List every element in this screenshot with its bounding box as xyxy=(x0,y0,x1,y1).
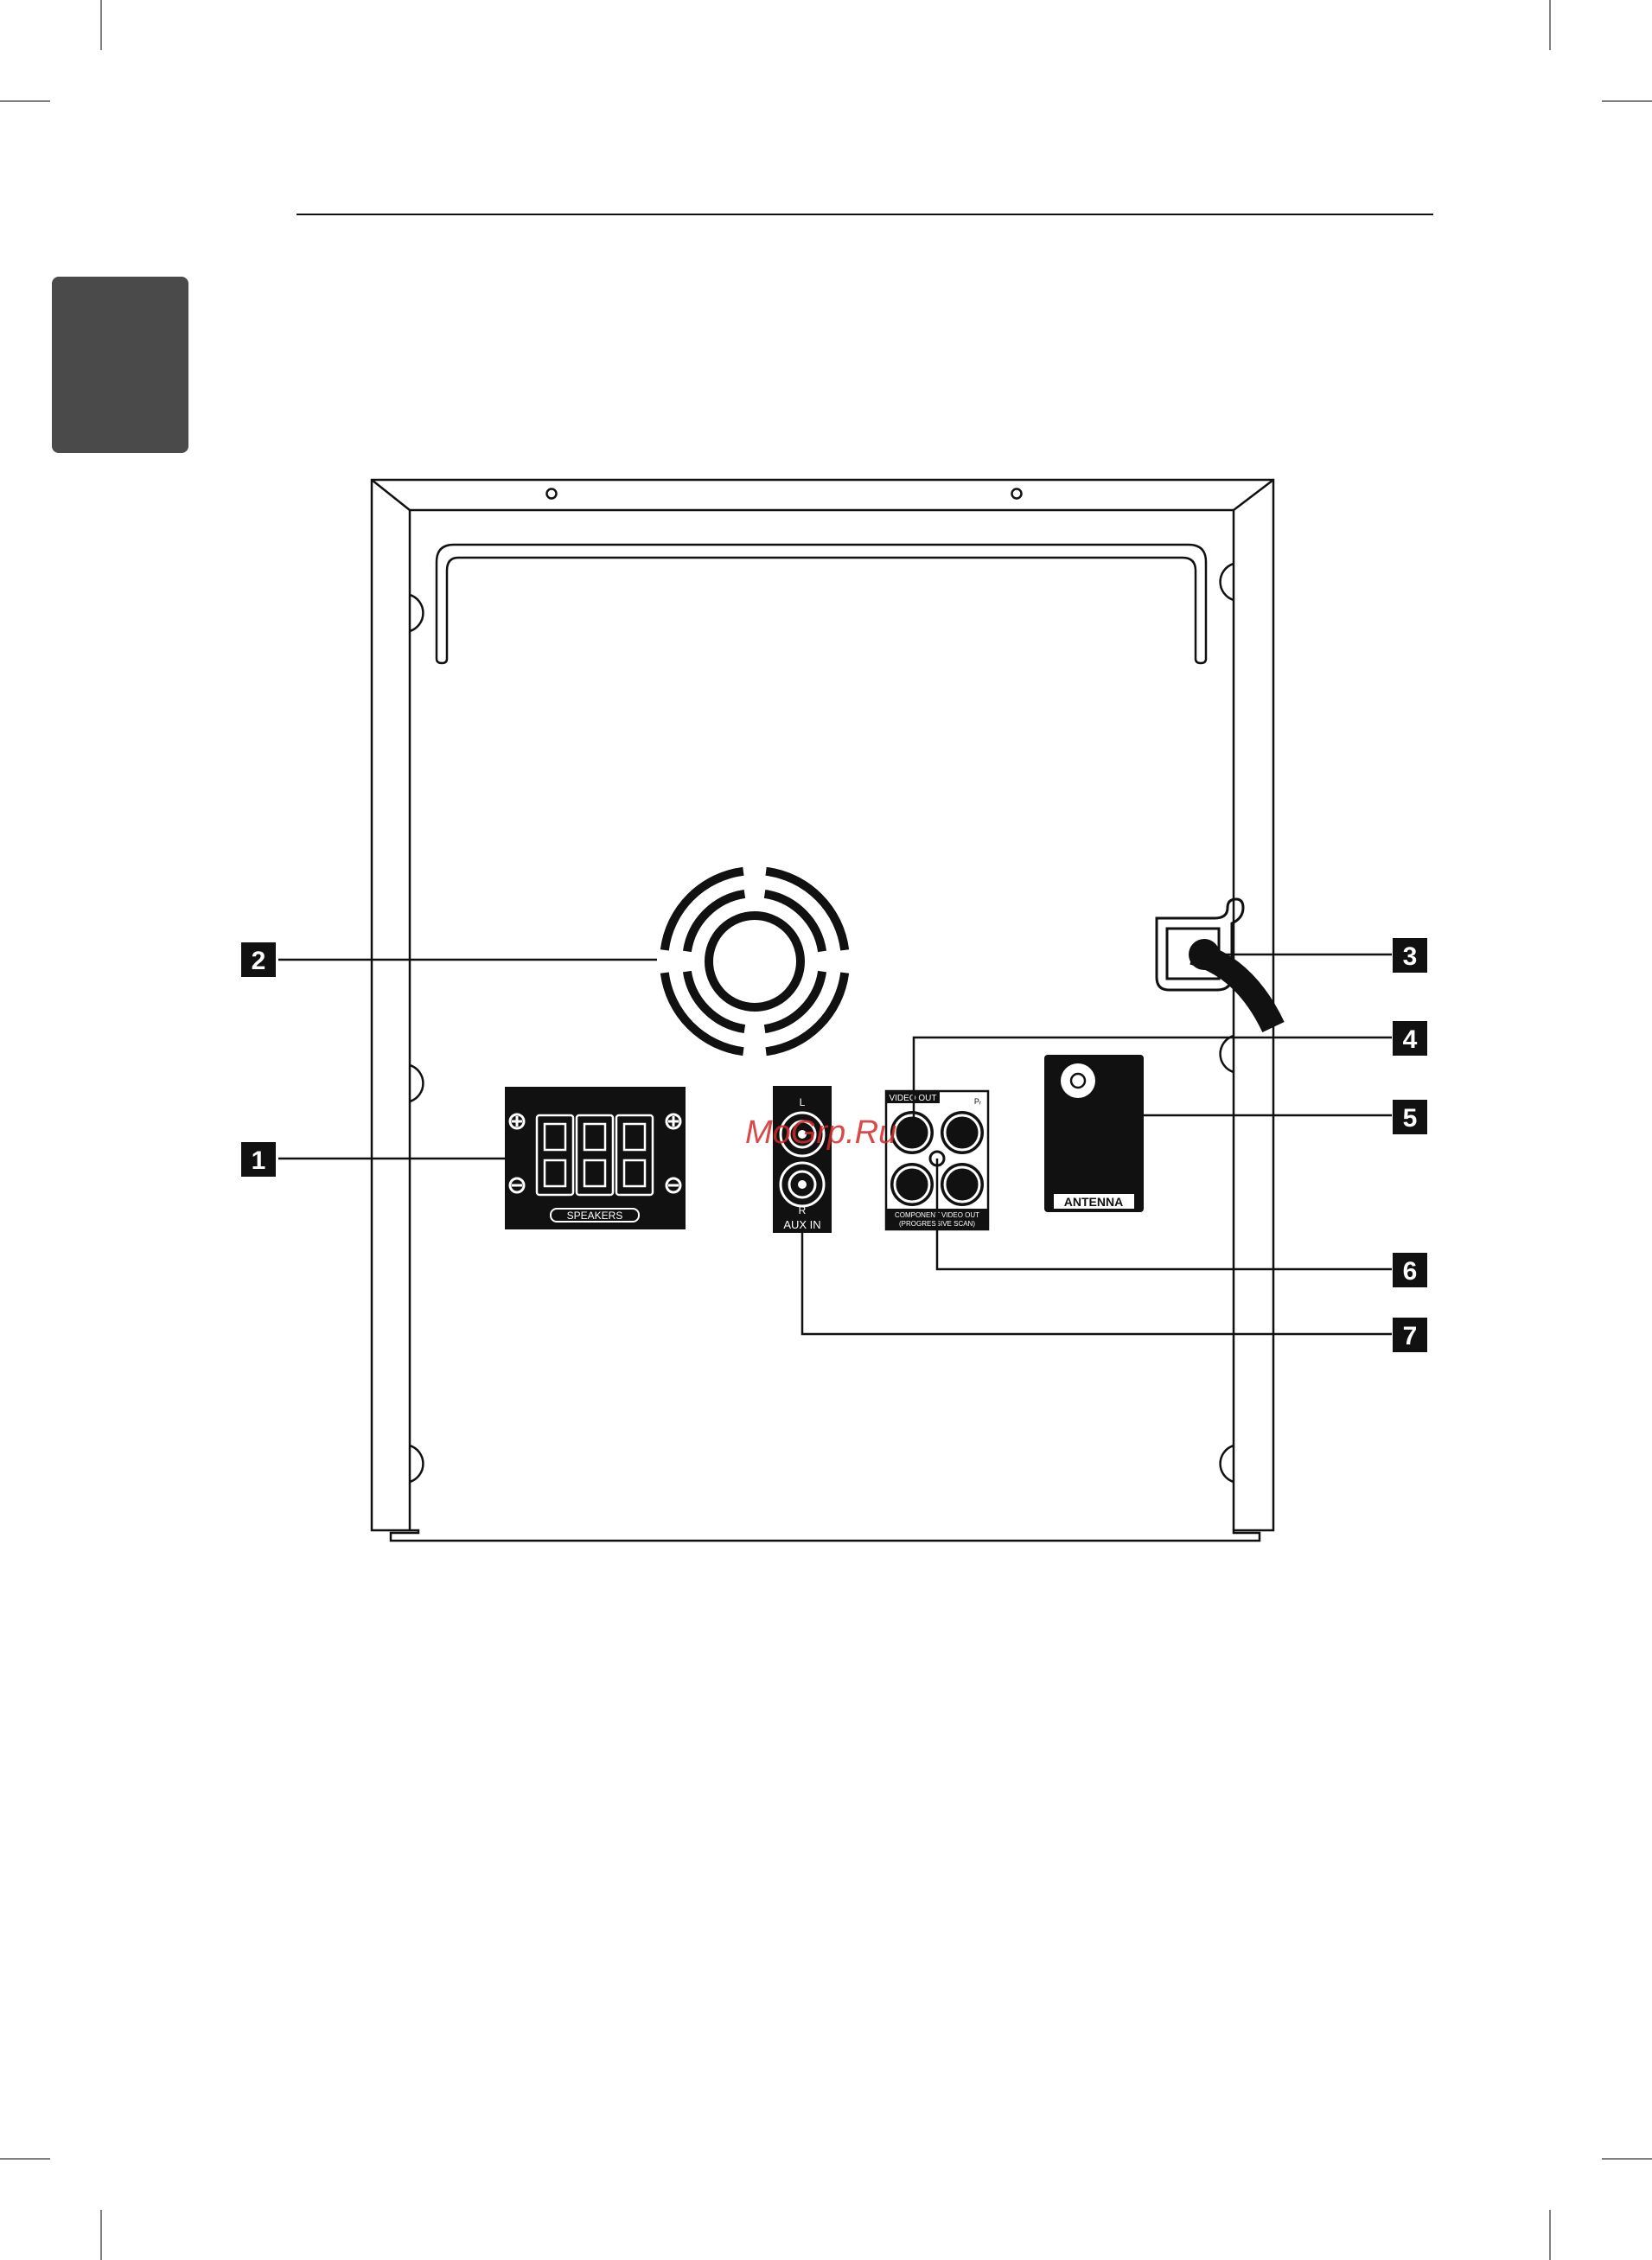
svg-text:2: 2 xyxy=(252,947,266,975)
svg-text:7: 7 xyxy=(1403,1322,1418,1350)
callout-1: 1 xyxy=(241,1142,276,1177)
callout-4: 4 xyxy=(1393,1021,1427,1056)
svg-text:3: 3 xyxy=(1403,942,1418,971)
speakers-label: SPEAKERS xyxy=(567,1210,623,1222)
aux-l-label: L xyxy=(800,1096,806,1108)
svg-text:5: 5 xyxy=(1403,1104,1418,1133)
antenna-connector: ANTENNA xyxy=(1044,1055,1144,1212)
power-cord xyxy=(1157,899,1273,1027)
svg-text:1: 1 xyxy=(252,1146,266,1175)
callout-5: 5 xyxy=(1393,1100,1427,1134)
aux-r-label: R xyxy=(799,1204,807,1216)
svg-text:4: 4 xyxy=(1403,1025,1418,1054)
component-pb-jack[interactable] xyxy=(941,1163,984,1206)
component-pr-jack[interactable] xyxy=(941,1111,984,1154)
callout-6: 6 xyxy=(1393,1253,1427,1287)
callout-3: 3 xyxy=(1393,938,1427,973)
callout-2: 2 xyxy=(241,942,276,977)
video-out-jack[interactable] xyxy=(890,1111,934,1154)
speaker-terminal-block: SPEAKERS xyxy=(505,1087,686,1229)
chapter-tab xyxy=(52,277,188,453)
component-pr-label: Pᵣ xyxy=(974,1097,981,1106)
antenna-label: ANTENNA xyxy=(1064,1195,1123,1209)
callout-7: 7 xyxy=(1393,1318,1427,1352)
antenna-jack[interactable] xyxy=(1061,1063,1095,1098)
watermark: MoGrp.Ru xyxy=(745,1114,896,1151)
fan-vent xyxy=(665,871,845,1051)
svg-text:6: 6 xyxy=(1403,1257,1418,1286)
cabinet-outline xyxy=(372,480,1273,1541)
component-y-jack[interactable] xyxy=(890,1163,934,1206)
aux-in-label: AUX IN xyxy=(783,1218,820,1231)
aux-in-jacks: L R AUX IN xyxy=(773,1086,832,1233)
